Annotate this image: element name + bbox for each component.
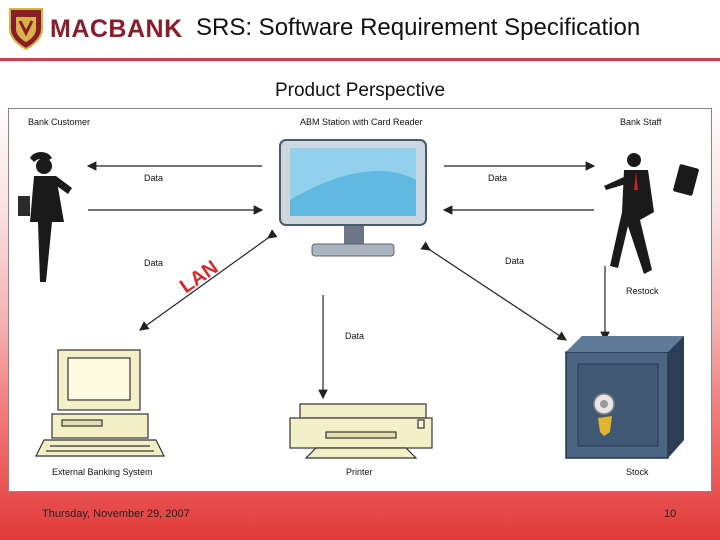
edge-label-atm-stock: Data: [505, 256, 525, 266]
label-stock: Stock: [626, 467, 649, 477]
edge-label-atm-printer: Data: [345, 331, 365, 341]
header-divider: [0, 58, 720, 61]
arrow-atm-stock: [420, 241, 568, 341]
edge-label-restock: Restock: [626, 286, 659, 296]
label-external-banking: External Banking System: [52, 467, 153, 477]
edge-label-atm-external: Data: [144, 258, 164, 268]
diagram-title: Product Perspective: [274, 80, 446, 101]
atm-monitor-icon: [279, 139, 427, 257]
edge-label-staff-atm: Data: [488, 173, 508, 183]
logo-text: MACBANK: [50, 14, 183, 43]
label-atm-station: ABM Station with Card Reader: [300, 117, 423, 127]
safe-icon: [565, 336, 684, 459]
bank-customer-icon: [18, 152, 72, 282]
label-bank-staff: Bank Staff: [620, 117, 662, 127]
printer-icon: [289, 403, 433, 459]
macbank-logo: MACBANK: [8, 6, 183, 52]
label-bank-customer: Bank Customer: [28, 117, 91, 127]
slide-header: MACBANK SRS: Software Requirement Specif…: [0, 0, 720, 60]
arrow-lan-link: [139, 229, 278, 331]
external-banking-computer-icon: [35, 349, 165, 457]
page-number: 10: [664, 508, 677, 520]
edge-label-customer-atm: Data: [144, 173, 164, 183]
slide-title: SRS: Software Requirement Specification: [196, 14, 641, 41]
crest-icon: [9, 8, 43, 51]
label-printer: Printer: [346, 467, 373, 477]
bank-staff-icon: [604, 153, 699, 274]
footer-date: Thursday, November 29, 2007: [42, 508, 190, 520]
